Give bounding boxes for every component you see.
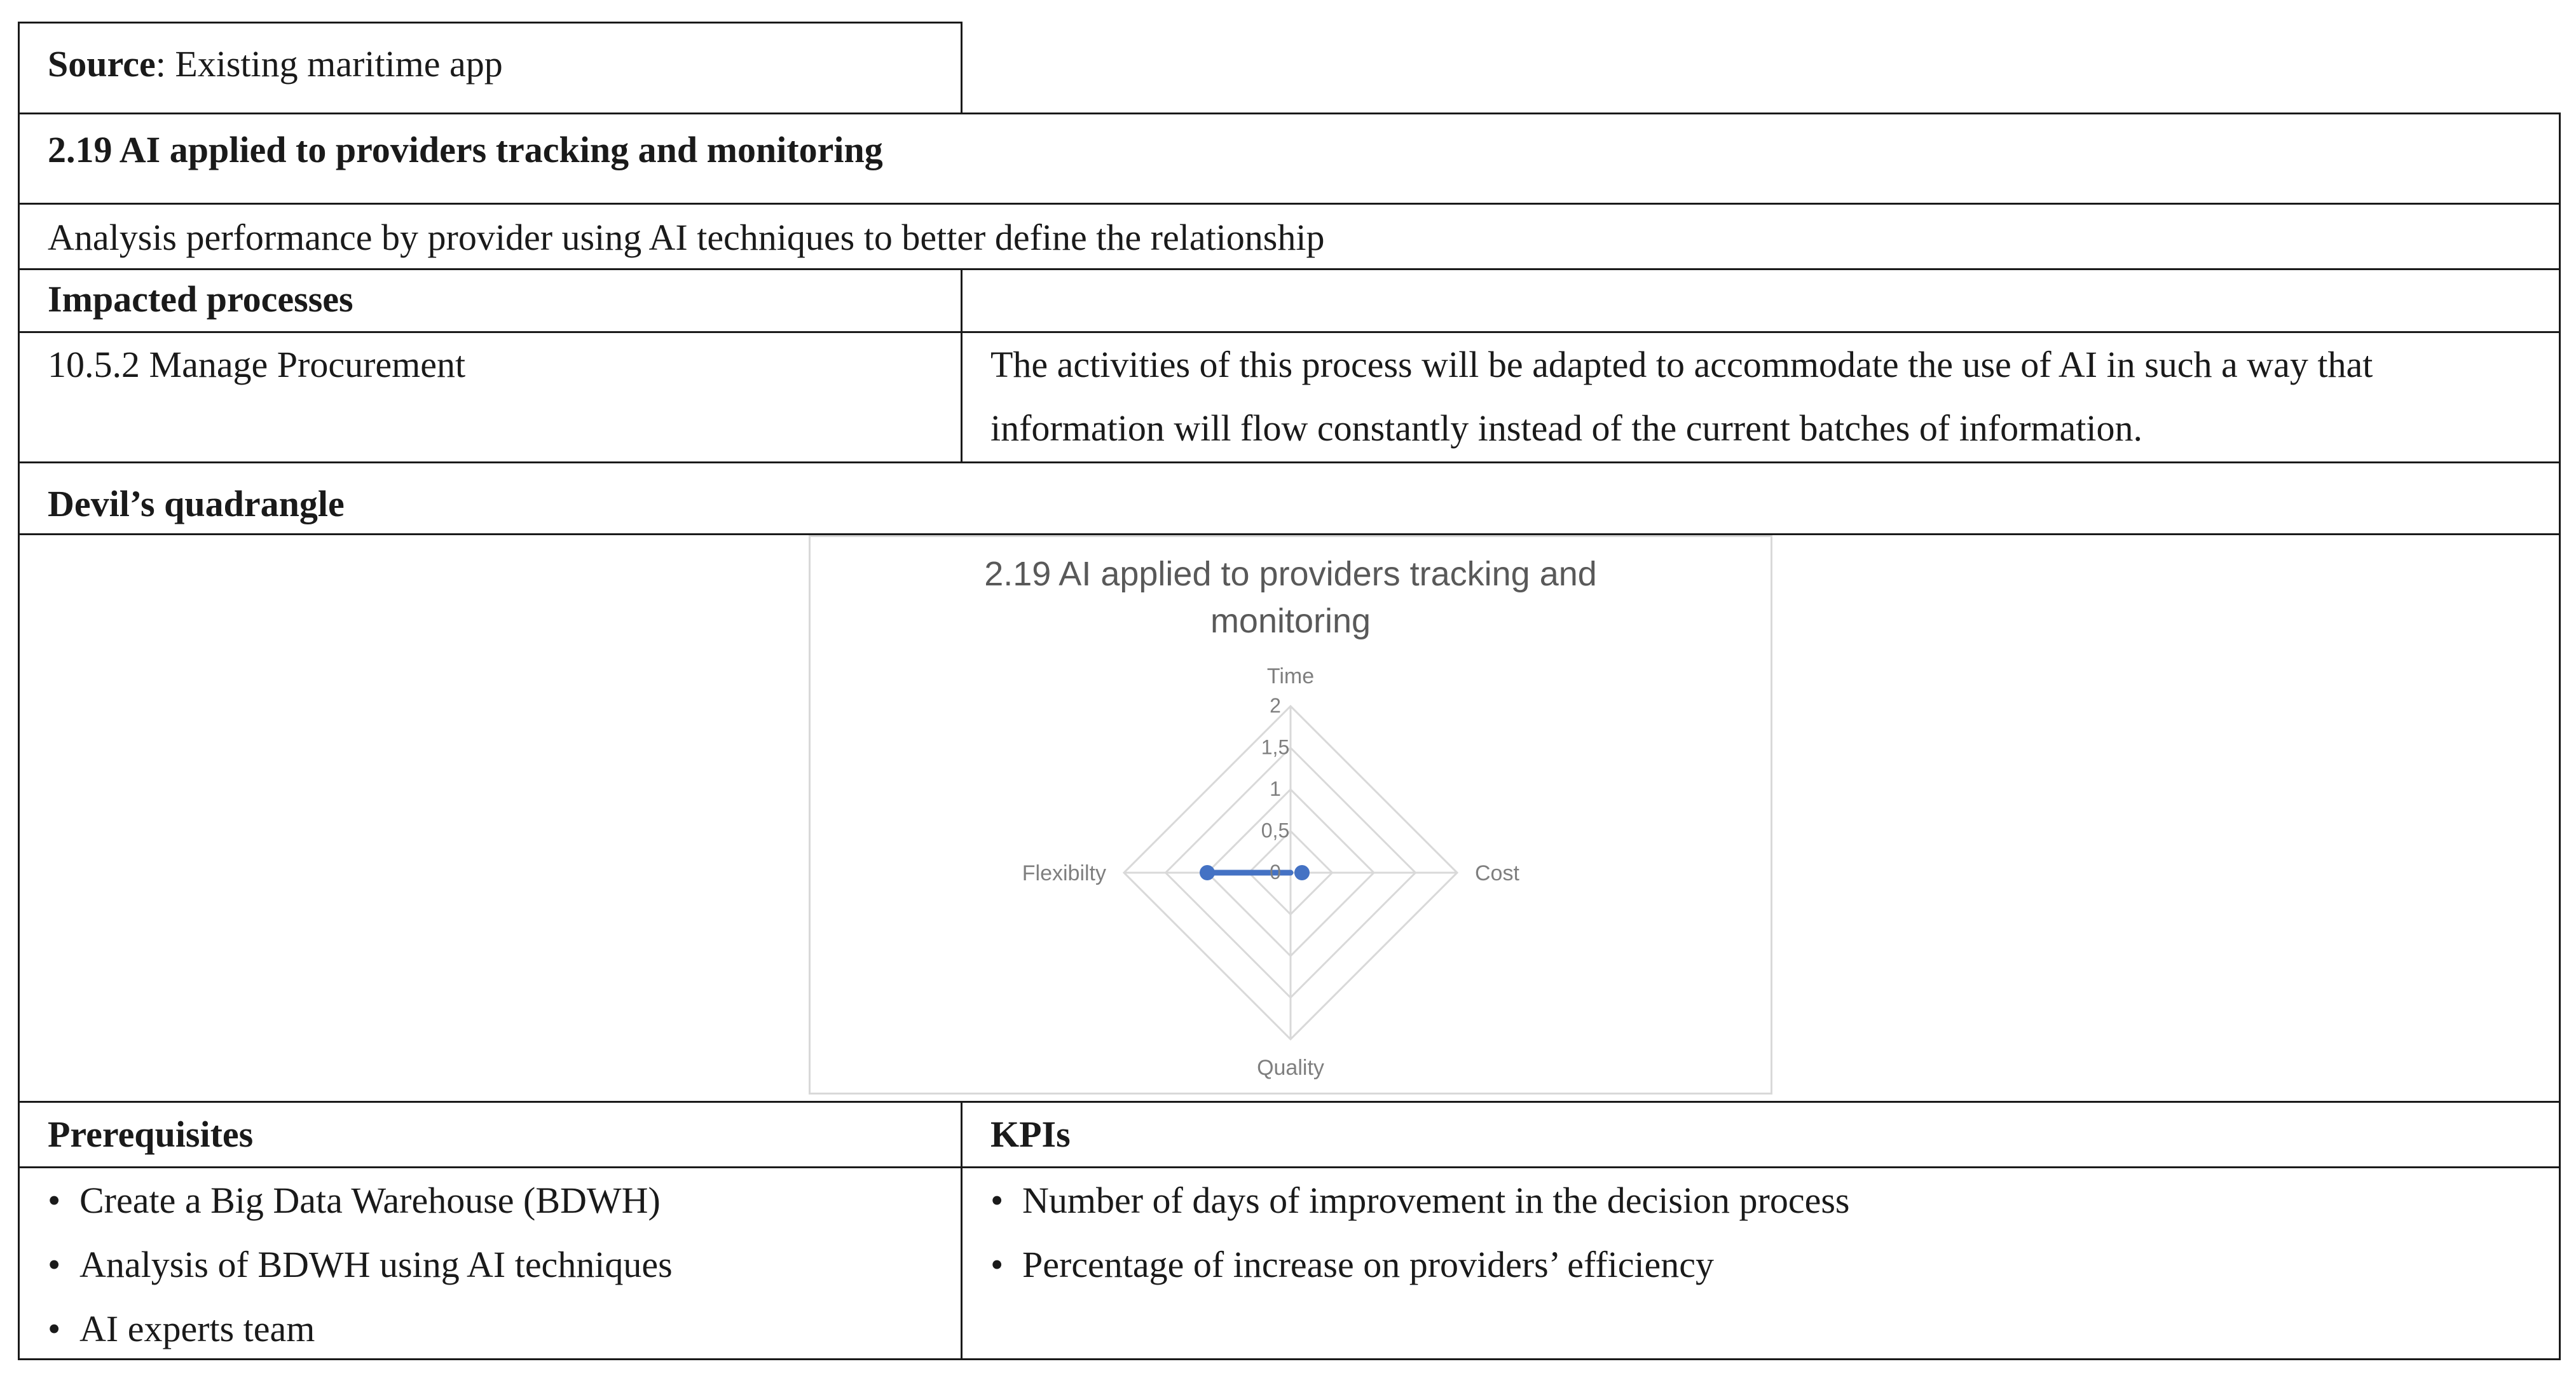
kpis-header: KPIs <box>990 1114 1071 1155</box>
radar-series <box>1200 865 1310 880</box>
radar-axis-label: Flexibilty <box>1022 861 1106 885</box>
kpi-item: Number of days of improvement in the dec… <box>990 1168 1849 1232</box>
prerequisites-header: Prerequisites <box>48 1114 254 1155</box>
radar-chart-svg: 2.19 AI applied to providers tracking an… <box>984 555 1597 1080</box>
kpis-header-cell: KPIs <box>961 1101 2561 1168</box>
radar-grid <box>1122 704 1459 1041</box>
source-line: Source: Existing maritime app <box>48 32 503 96</box>
devils-header: Devil’s quadrangle <box>48 483 345 524</box>
source-cell: Source: Existing maritime app <box>18 22 963 114</box>
radar-axis-label: Time <box>1267 664 1314 688</box>
radar-tick-label: 2 <box>1270 694 1281 717</box>
prerequisites-header-cell: Prerequisites <box>18 1101 963 1168</box>
kpis-list: Number of days of improvement in the dec… <box>990 1168 1849 1297</box>
radar-axis-label: Quality <box>1257 1056 1324 1080</box>
radar-tick-label: 0,5 <box>1261 819 1289 842</box>
prerequisites-list-cell: Create a Big Data Warehouse (BDWH) Analy… <box>18 1166 963 1360</box>
description-cell: Analysis performance by provider using A… <box>18 203 2561 270</box>
impacted-explanation: The activities of this process will be a… <box>990 344 2373 449</box>
prerequisite-item: Analysis of BDWH using AI techniques <box>48 1232 673 1297</box>
source-label: Source <box>48 43 156 85</box>
radar-tick-label: 1 <box>1270 777 1281 800</box>
impacted-header-cell: Impacted processes <box>18 268 963 333</box>
source-value: : Existing maritime app <box>155 43 503 85</box>
section-title: 2.19 AI applied to providers tracking an… <box>48 129 883 170</box>
devils-header-cell: Devil’s quadrangle <box>18 461 2561 535</box>
chart-title-line2: monitoring <box>1210 602 1371 640</box>
radar-labels: 2.19 AI applied to providers tracking an… <box>984 555 1597 1080</box>
impacted-process-cell: 10.5.2 Manage Procurement <box>18 331 963 463</box>
prerequisite-item: AI experts team <box>48 1297 673 1361</box>
kpi-item: Percentage of increase on providers’ eff… <box>990 1232 1849 1297</box>
kpis-list-cell: Number of days of improvement in the dec… <box>961 1166 2561 1360</box>
radar-axis-label: Cost <box>1475 861 1519 885</box>
radar-data-point <box>1200 865 1215 880</box>
chart-title-line1: 2.19 AI applied to providers tracking an… <box>984 555 1597 593</box>
radar-data-point <box>1294 865 1310 880</box>
radar-chart: 2.19 AI applied to providers tracking an… <box>809 535 1772 1095</box>
impacted-explanation-cell: The activities of this process will be a… <box>961 331 2561 463</box>
section-title-cell: 2.19 AI applied to providers tracking an… <box>18 113 2561 205</box>
impacted-process: 10.5.2 Manage Procurement <box>48 344 466 385</box>
prerequisite-item: Create a Big Data Warehouse (BDWH) <box>48 1168 673 1232</box>
section-description: Analysis performance by provider using A… <box>48 217 1325 258</box>
radar-tick-label: 0 <box>1270 861 1281 883</box>
prerequisites-list: Create a Big Data Warehouse (BDWH) Analy… <box>48 1168 673 1361</box>
impacted-header: Impacted processes <box>48 278 353 320</box>
radar-tick-label: 1,5 <box>1261 736 1289 759</box>
impacted-header-empty-cell <box>961 268 2561 333</box>
